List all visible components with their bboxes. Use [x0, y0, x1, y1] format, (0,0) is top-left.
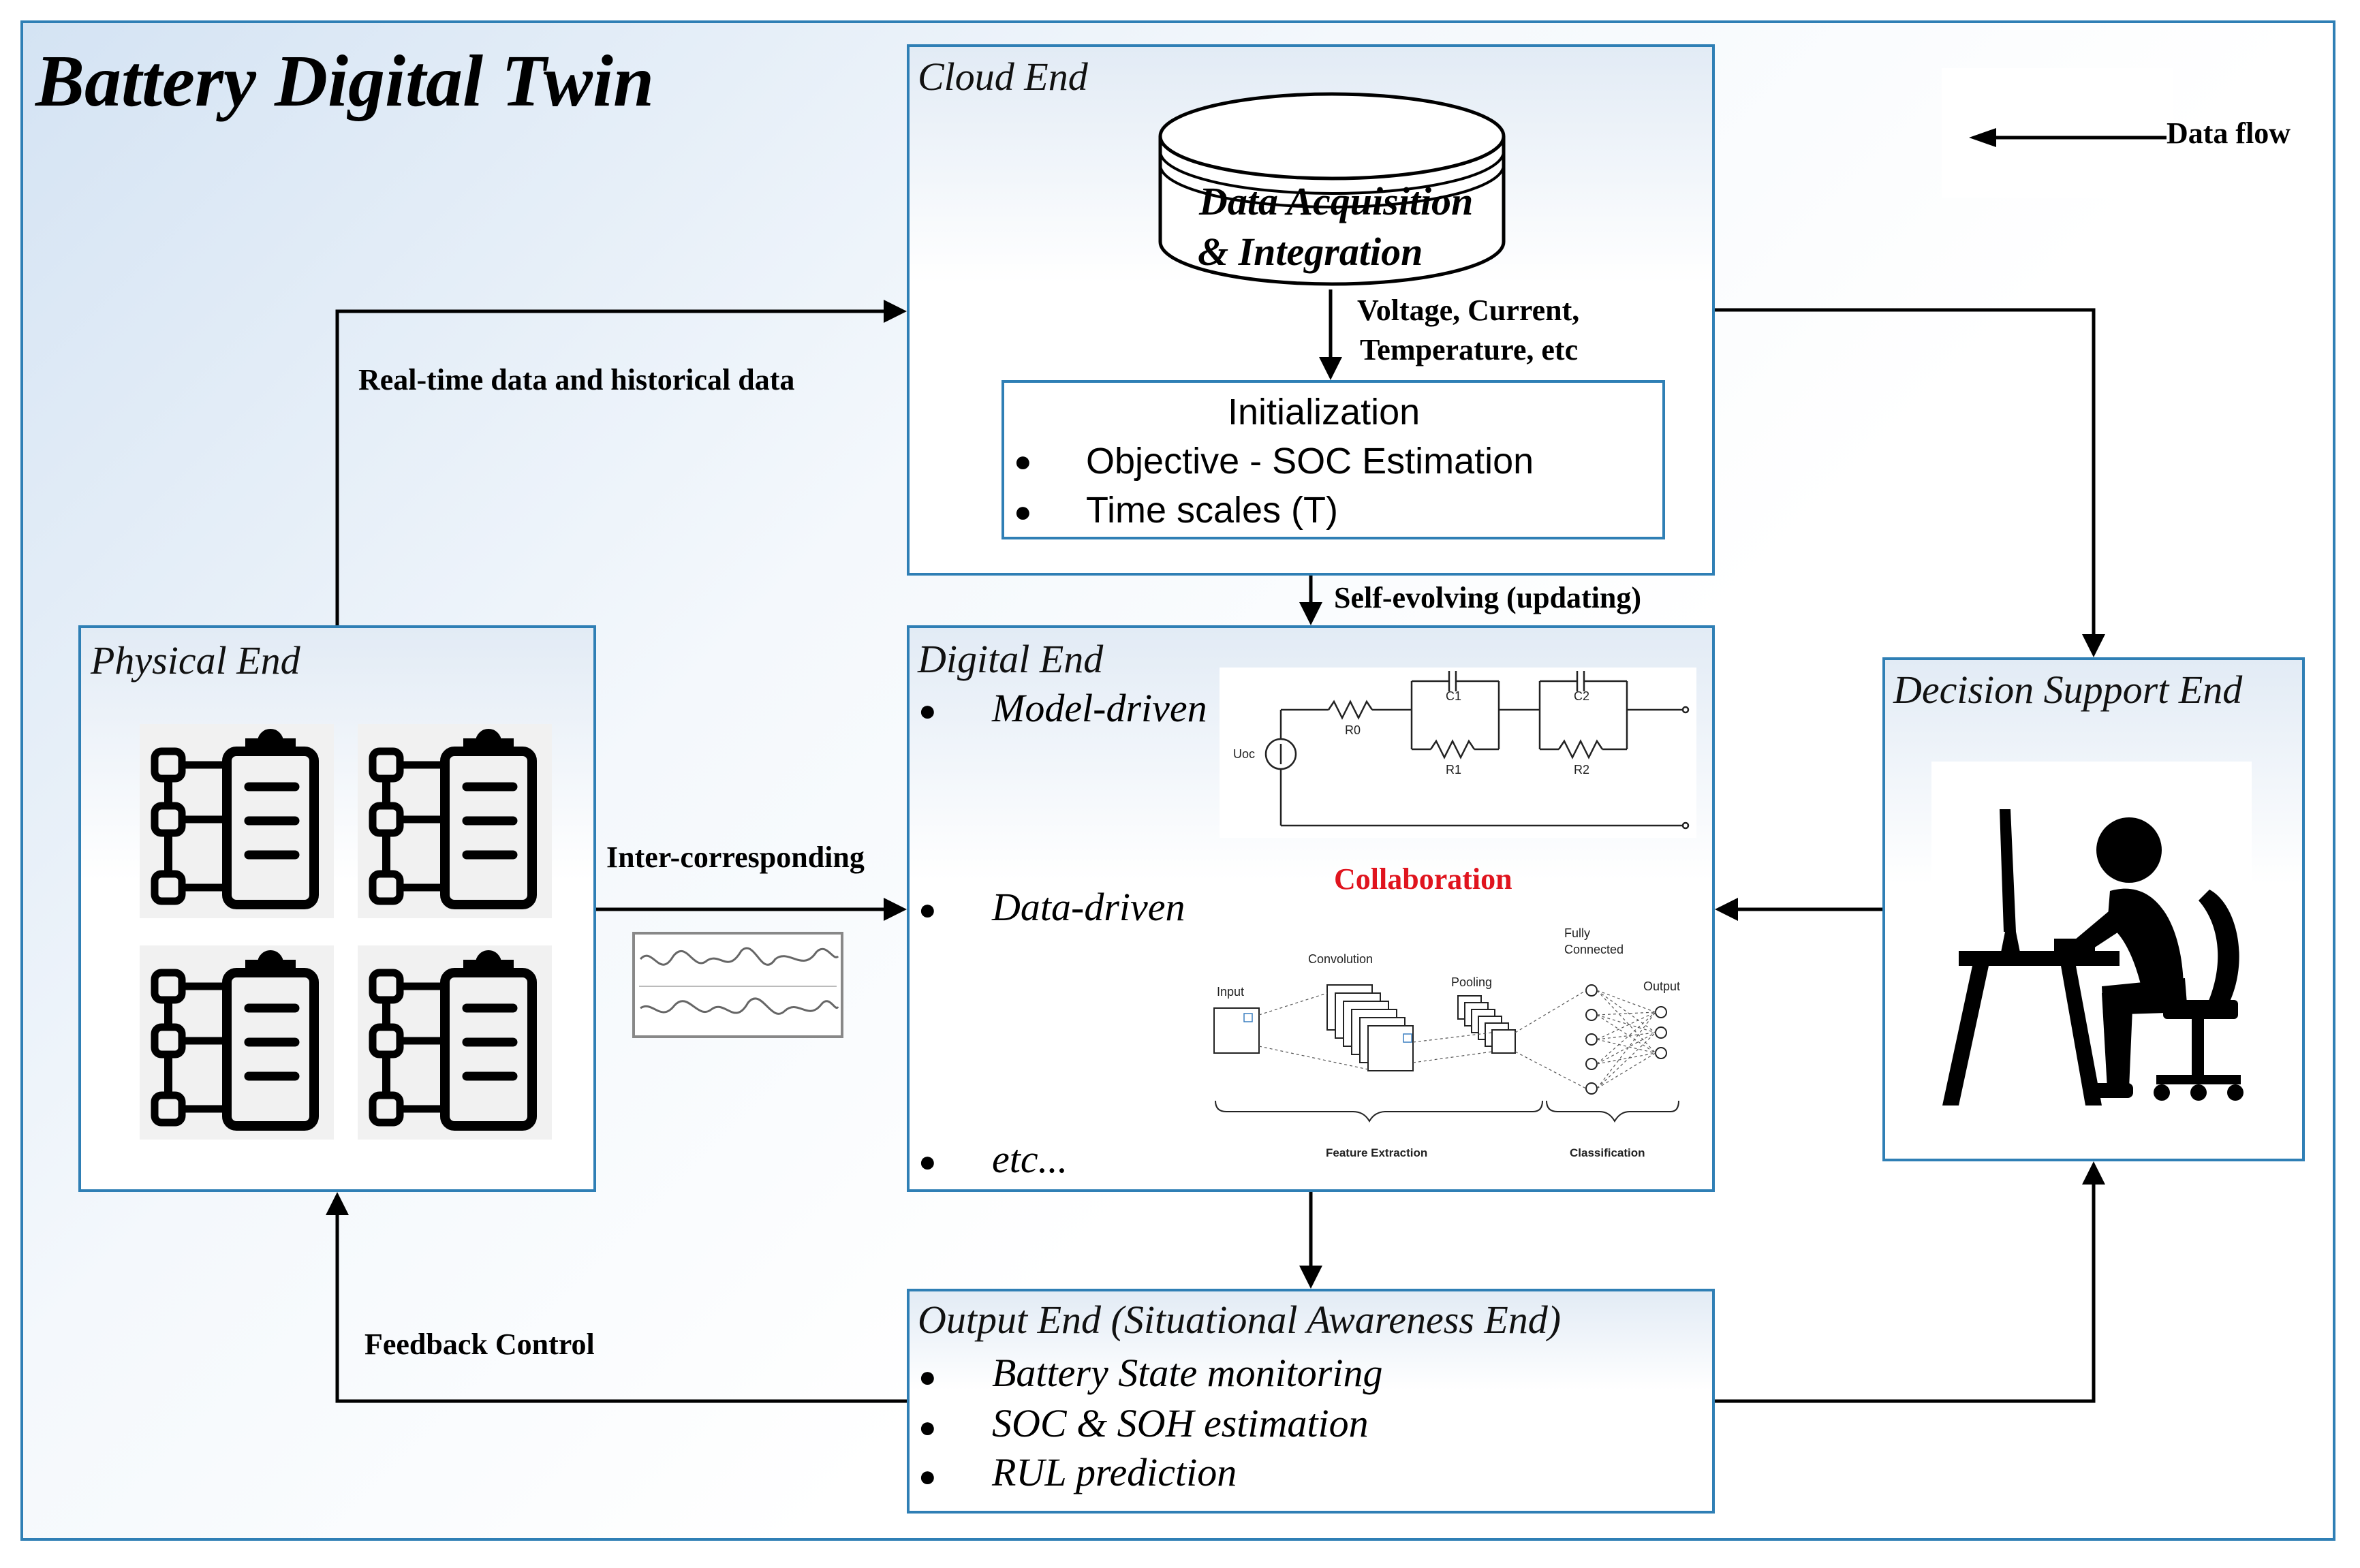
initialization-item: Time scales (T): [1086, 490, 1339, 531]
cnn-connected-label: Connected: [1564, 943, 1624, 956]
circuit-label-r0: R0: [1345, 723, 1361, 737]
bullet-icon: ●: [918, 893, 937, 926]
signals-label-2: Temperature, etc: [1360, 333, 1579, 366]
legend: [1942, 68, 2173, 198]
cnn-classification-label: Classification: [1570, 1146, 1645, 1159]
digital-item-etc: etc...: [992, 1137, 1068, 1181]
decision-support-end-title: Decision Support End: [1893, 668, 2243, 712]
output-item-battery-state: Battery State monitoring: [992, 1351, 1383, 1395]
database-label-2: & Integration: [1198, 230, 1423, 274]
cnn-diagram: Input Convolution Pooling Fully Connecte…: [1206, 913, 1683, 1172]
checklist-icon: [140, 724, 334, 918]
flow-label-feedback: Feedback Control: [364, 1328, 595, 1361]
bullet-icon: ●: [918, 1145, 937, 1178]
circuit-label-r1: R1: [1446, 763, 1461, 777]
digital-item-data-driven: Data-driven: [992, 885, 1185, 929]
circuit-label-c1: C1: [1446, 689, 1461, 703]
flow-label-inter-corresponding: Inter-corresponding: [606, 841, 865, 874]
cnn-fully-label: Fully: [1564, 926, 1590, 940]
cnn-pooling-label: Pooling: [1451, 975, 1492, 989]
cnn-convolution-label: Convolution: [1308, 952, 1373, 966]
circuit-label-r2: R2: [1574, 763, 1589, 777]
database-label-1: Data Acquisition: [1199, 179, 1474, 223]
bullet-icon: ●: [918, 1411, 937, 1444]
circuit-label-uoc: Uoc: [1233, 747, 1255, 761]
checklist-icon: [358, 945, 552, 1140]
bullet-icon: ●: [918, 694, 937, 727]
output-item-soc-soh: SOC & SOH estimation: [992, 1401, 1369, 1445]
cnn-input-label: Input: [1217, 985, 1244, 999]
initialization-box: Initialization ● Objective - SOC Estimat…: [1002, 380, 1665, 539]
physical-end-title: Physical End: [91, 638, 300, 683]
checklist-icon: [140, 945, 334, 1140]
cloud-end-title: Cloud End: [918, 54, 1088, 99]
circuit-diagram: R0 C1 C2 R1 R2 Uoc: [1220, 668, 1696, 838]
bullet-icon: ●: [918, 1360, 937, 1394]
flow-label-realtime: Real-time data and historical data: [358, 363, 795, 396]
cnn-feature-extraction-label: Feature Extraction: [1326, 1146, 1427, 1159]
flow-label-self-evolving: Self-evolving (updating): [1334, 581, 1642, 614]
diagram-title: Battery Digital Twin: [35, 41, 655, 122]
bullet-icon: ●: [1014, 495, 1032, 529]
output-end-box: Output End (Situational Awareness End): [907, 1289, 1715, 1514]
initialization-item: Objective - SOC Estimation: [1086, 441, 1534, 482]
bullet-icon: ●: [1014, 445, 1032, 478]
circuit-label-c2: C2: [1574, 689, 1589, 703]
database-icon: [1158, 92, 1506, 286]
bullet-icon: ●: [918, 1460, 937, 1493]
legend-arrow-icon: [1969, 128, 2167, 147]
digital-end-title: Digital End: [918, 637, 1104, 681]
person-at-computer-icon: [1931, 762, 2252, 1116]
output-end-title: Output End (Situational Awareness End): [918, 1298, 1562, 1342]
signals-label-1: Voltage, Current,: [1357, 294, 1580, 327]
legend-label: Data flow: [2167, 116, 2291, 150]
waveform-icon: [632, 932, 843, 1038]
output-item-rul: RUL prediction: [992, 1450, 1237, 1494]
collaboration-label: Collaboration: [1334, 862, 1512, 896]
cnn-output-label: Output: [1643, 979, 1680, 993]
checklist-icon: [358, 724, 552, 918]
digital-item-model-driven: Model-driven: [992, 686, 1207, 730]
initialization-heading: Initialization: [1228, 392, 1420, 433]
